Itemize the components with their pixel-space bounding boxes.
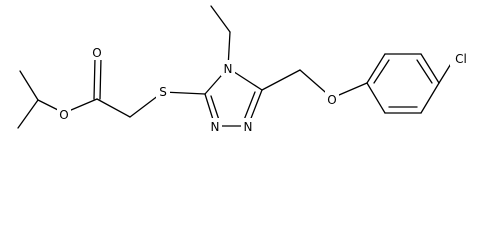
bond-c5-n1-double xyxy=(243,91,256,121)
ether-oxygen-bg xyxy=(325,91,339,107)
bond-isopropyl-lower xyxy=(17,99,39,129)
ring-n1-bg xyxy=(241,118,255,134)
bond-benzene-4 xyxy=(420,82,440,114)
chlorine-label: Cl xyxy=(455,52,467,66)
ester-oxygen-bg xyxy=(57,106,71,122)
bond-c5-to-ch2 xyxy=(261,69,301,91)
sulfur-label: S xyxy=(159,85,167,99)
ring-n4-bg xyxy=(221,60,235,76)
chlorine-bg xyxy=(450,50,472,66)
sulfur-bg xyxy=(156,82,170,99)
ring-n2-bg xyxy=(208,118,222,134)
bond-carbonyl-to-ch2 xyxy=(96,98,131,118)
structure-canvas: O O S N N N O Cl xyxy=(17,5,472,134)
bond-n2-c3-double xyxy=(210,95,220,121)
bond-ethyl-ch2-to-ch3 xyxy=(210,5,231,33)
bond-benzene-3 xyxy=(420,53,440,84)
molecule-drawing: O O S N N N O Cl xyxy=(17,5,472,134)
bond-benzene-6 xyxy=(366,82,386,114)
carbonyl-oxygen-bg xyxy=(90,44,104,60)
ring-n4-label: N xyxy=(224,62,233,76)
bond-carbonyl-double-1 xyxy=(93,57,96,100)
ring-n2-label: N xyxy=(211,120,220,134)
bond-benzene-inner-2 xyxy=(416,59,433,84)
ring-n1-label: N xyxy=(244,120,253,134)
bond-carbonyl-double-2 xyxy=(99,57,102,100)
bond-benzene-1 xyxy=(366,53,386,84)
ether-oxygen-label: O xyxy=(327,93,336,107)
carbonyl-oxygen-label: O xyxy=(92,46,101,60)
bond-isopropyl-upper xyxy=(19,70,39,101)
ester-oxygen-label: O xyxy=(59,108,68,122)
bond-benzene-inner-1 xyxy=(373,59,390,84)
